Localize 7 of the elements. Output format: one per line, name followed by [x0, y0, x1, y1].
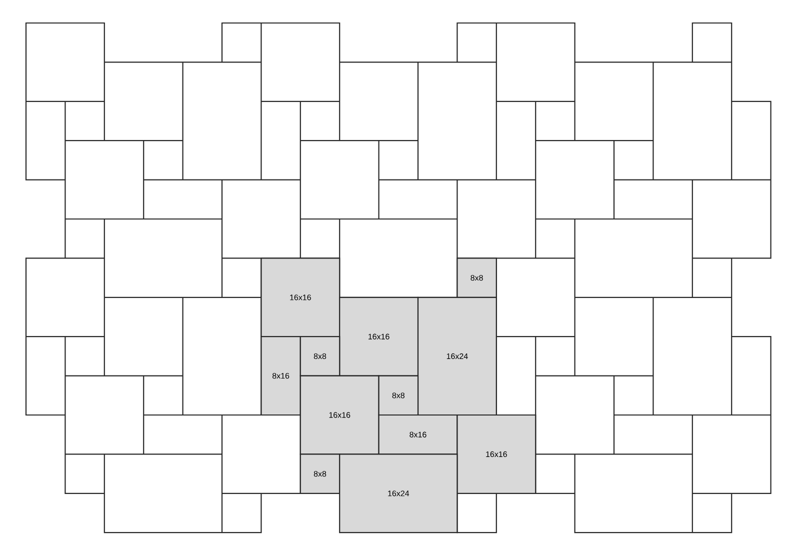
tile: 16x16 — [456, 414, 536, 494]
tile: 8x16 — [378, 414, 458, 455]
tile: 8x8 — [300, 336, 340, 376]
tile: 8x16 — [260, 336, 301, 416]
tile: 8x8 — [378, 375, 419, 416]
tile: 8x8 — [300, 454, 340, 494]
tile: 8x8 — [456, 258, 497, 298]
